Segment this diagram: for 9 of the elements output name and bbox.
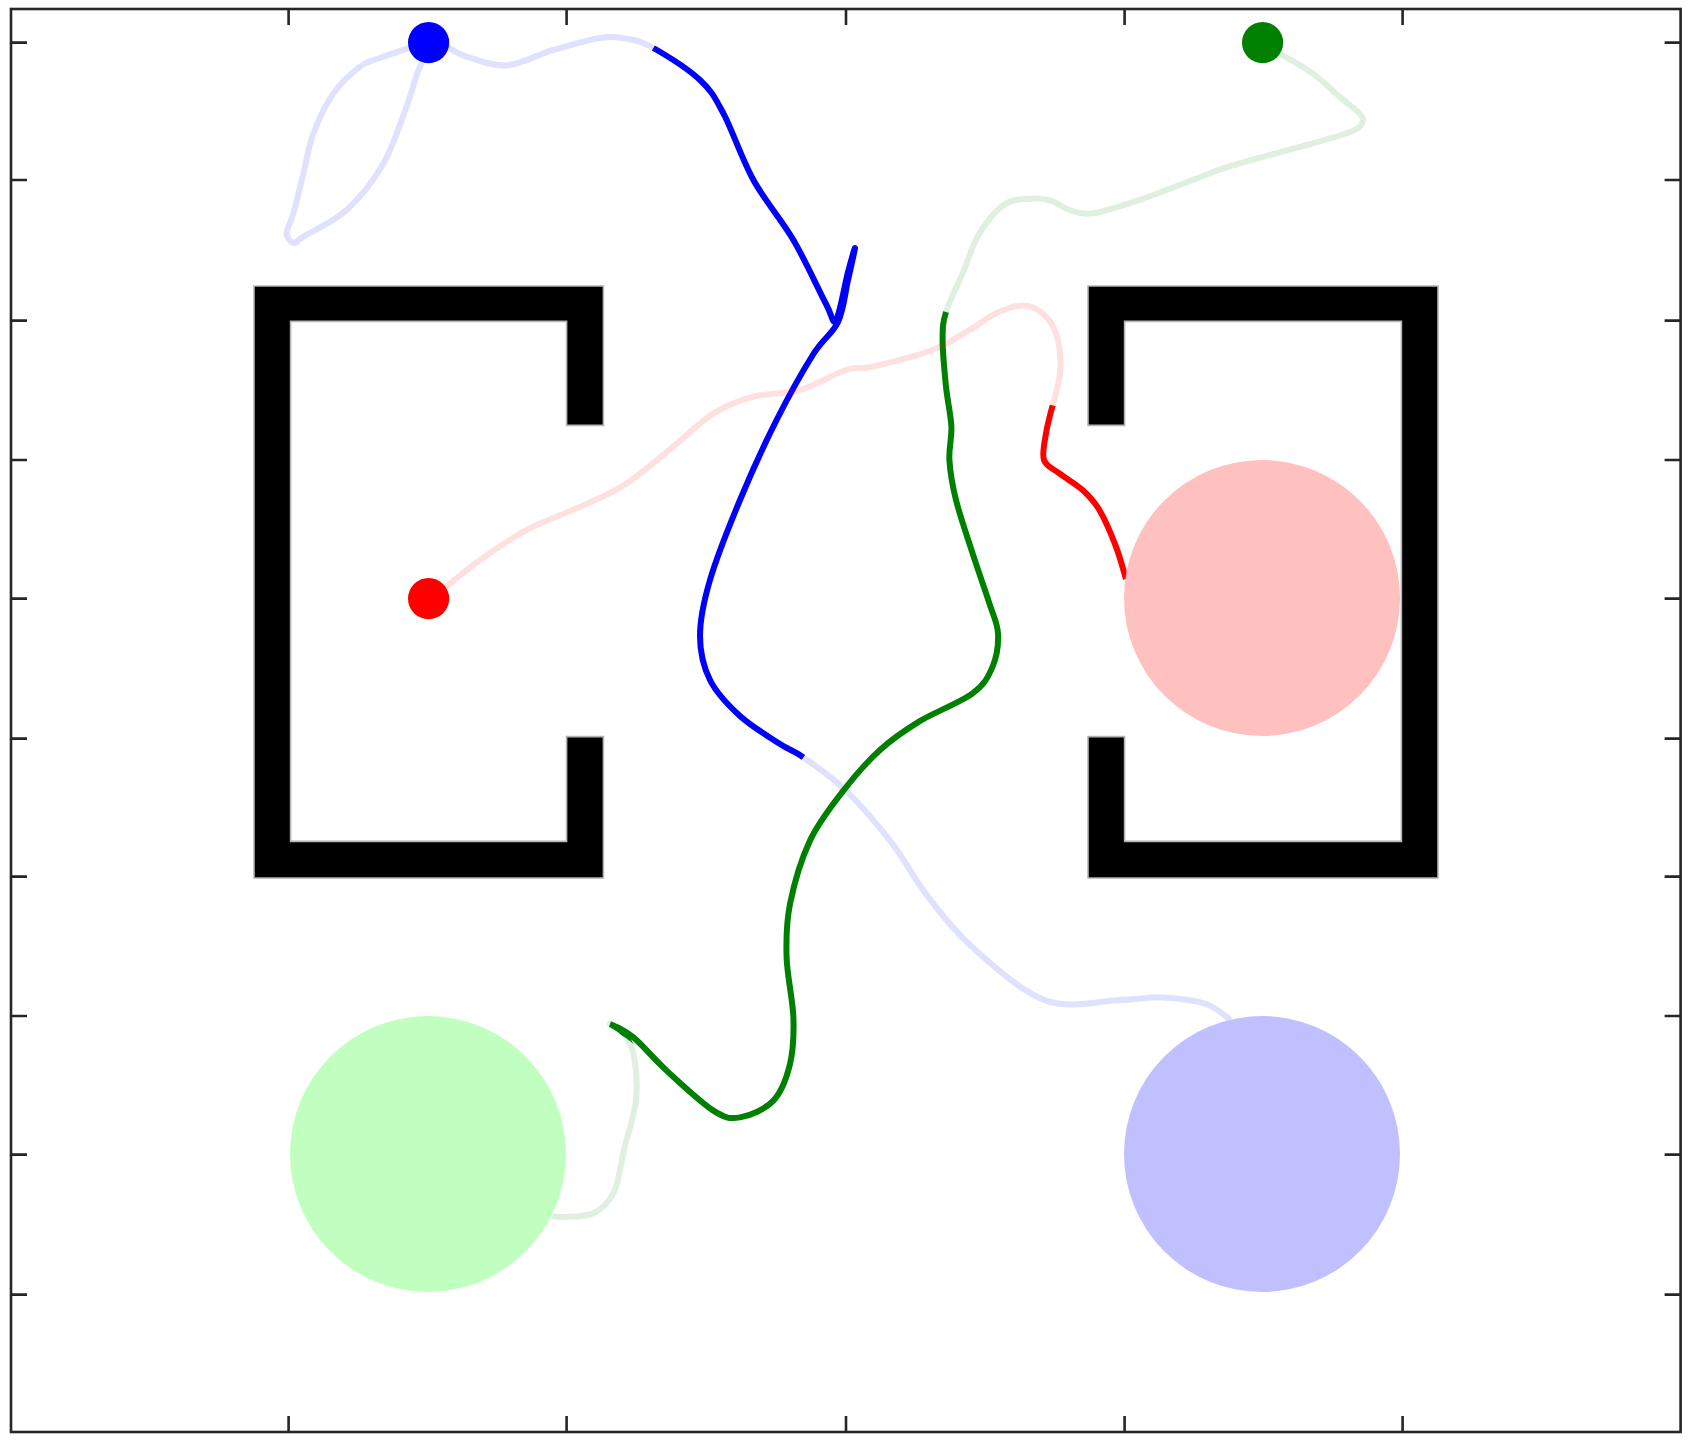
trajectory-path <box>443 302 1129 590</box>
goal-circle <box>1124 460 1401 737</box>
goal-circle <box>1124 1016 1401 1293</box>
trajectory-path <box>552 51 1366 1220</box>
start-dot <box>1242 22 1284 64</box>
trajectory-path <box>283 34 1233 1023</box>
goal-circle <box>290 1016 567 1293</box>
start-dot <box>408 578 450 620</box>
start-dot <box>408 22 450 64</box>
